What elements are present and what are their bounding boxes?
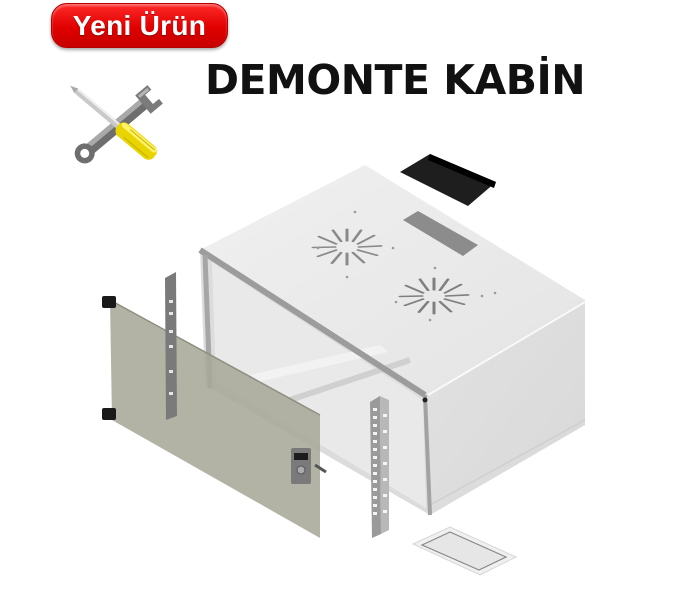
fan-vent-1 [311, 228, 383, 266]
hinge-bottom [102, 408, 116, 420]
page-title: DEMONTE KABİN [205, 56, 586, 104]
fan-vent-2 [398, 277, 470, 315]
hinge-top [102, 296, 116, 308]
rack-rail-left [165, 272, 177, 420]
new-product-badge: Yeni Ürün [51, 3, 228, 48]
rack-rail-right [370, 396, 389, 538]
brush-panel [400, 154, 496, 206]
bottom-blanking-plate [411, 526, 518, 576]
glass-front-door [102, 296, 327, 538]
tools-icon [70, 85, 163, 164]
door-lock [291, 448, 327, 484]
